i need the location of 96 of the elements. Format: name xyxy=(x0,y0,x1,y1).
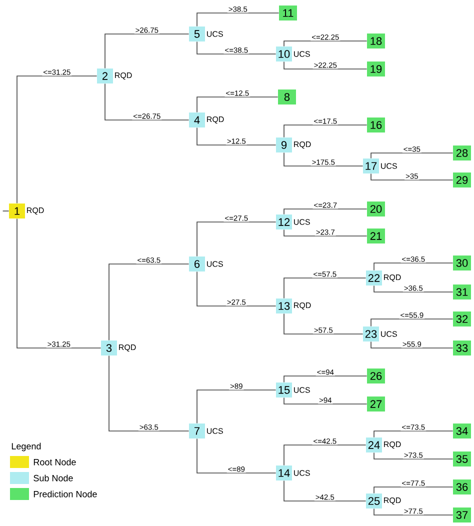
prediction-node-box: 26 xyxy=(367,368,385,384)
root-node-box: 1 xyxy=(9,204,25,218)
tree-branch xyxy=(284,313,364,334)
attribute-label: UCS xyxy=(207,31,223,37)
sub-node-box: 2 xyxy=(97,68,113,84)
tree-branch xyxy=(196,41,276,54)
prediction-node-box: 32 xyxy=(453,312,471,326)
attribute-label: RQD xyxy=(384,497,401,505)
attribute-label: UCS xyxy=(294,387,310,393)
sub-node-box: 14 xyxy=(276,466,292,480)
stub-line xyxy=(2,210,10,212)
sub-node-box: 17 xyxy=(363,158,379,174)
tree-branch xyxy=(284,480,366,502)
attribute-label: UCS xyxy=(294,51,310,57)
prediction-node-box: 31 xyxy=(453,284,471,300)
prediction-node-box: 33 xyxy=(453,340,471,356)
tree-branch xyxy=(370,318,454,327)
tree-branch xyxy=(196,390,276,424)
legend-label: Prediction Node xyxy=(34,490,97,498)
legend-title: Legend xyxy=(12,442,41,452)
prediction-node-box: 16 xyxy=(367,118,385,132)
prediction-node-box: 19 xyxy=(367,62,385,76)
sub-node-box: 6 xyxy=(189,256,205,272)
tree-branch xyxy=(284,229,368,236)
sub-node-box: 24 xyxy=(366,438,382,452)
attribute-label: RQD xyxy=(384,441,401,449)
prediction-node-box: 20 xyxy=(367,202,385,216)
prediction-node-box: 36 xyxy=(453,480,471,494)
attribute-label: UCS xyxy=(381,331,397,337)
tree-branch xyxy=(284,152,364,166)
tree-branch xyxy=(196,12,280,27)
sub-node-box: 25 xyxy=(366,494,382,508)
tree-branch xyxy=(196,127,276,146)
tree-branch xyxy=(284,444,366,466)
prediction-node-box: 21 xyxy=(367,228,385,244)
sub-node-box: 22 xyxy=(366,270,382,286)
prediction-node-box: 11 xyxy=(279,6,297,20)
tree-branch xyxy=(104,34,190,69)
tree-branch xyxy=(196,96,278,113)
legend-label: Root Node xyxy=(34,458,76,466)
tree-branch xyxy=(16,218,102,348)
attribute-label: UCS xyxy=(294,219,310,225)
tree-branch xyxy=(196,438,276,474)
prediction-node-box: 37 xyxy=(453,508,471,522)
tree-branch xyxy=(108,264,190,341)
tree-branch xyxy=(374,486,454,494)
attribute-label: RQD xyxy=(384,274,401,282)
attribute-label: UCS xyxy=(207,261,223,267)
tree-branch xyxy=(370,152,454,159)
prediction-node-box: 34 xyxy=(453,424,471,438)
attribute-label: UCS xyxy=(294,470,310,476)
sub-node-box: 7 xyxy=(189,424,205,438)
tree-branch xyxy=(196,271,276,306)
tree-branch xyxy=(284,124,368,138)
prediction-node-box: 8 xyxy=(278,90,296,104)
tree-branch xyxy=(104,83,190,120)
prediction-node-box: 35 xyxy=(453,452,471,466)
sub-node-box: 4 xyxy=(189,112,205,128)
sub-node-box: 3 xyxy=(101,340,117,356)
prediction-node-box: 28 xyxy=(453,146,471,160)
attribute-label: UCS xyxy=(381,163,397,169)
sub-node-box: 10 xyxy=(276,46,292,62)
tree-branch xyxy=(374,262,454,271)
tree-branch xyxy=(284,397,368,404)
attribute-label: RQD xyxy=(207,116,224,124)
tree-branch xyxy=(374,285,454,292)
attribute-label: RQD xyxy=(294,141,311,149)
prediction-node-box: 29 xyxy=(453,172,471,188)
sub-node-box: 23 xyxy=(363,326,379,342)
prediction-node-box: 18 xyxy=(367,34,385,48)
tree-branch xyxy=(284,61,368,70)
tree-branch xyxy=(284,208,368,215)
tree-branch xyxy=(16,76,98,204)
sub-node-box: 5 xyxy=(189,26,205,42)
sub-node-box: 15 xyxy=(276,382,292,398)
tree-branch xyxy=(374,430,454,438)
legend-label: Sub Node xyxy=(34,474,73,482)
prediction-node-box: 27 xyxy=(367,396,385,412)
attribute-label: RQD xyxy=(27,207,44,215)
tree-branch xyxy=(284,40,368,47)
attribute-label: RQD xyxy=(294,302,311,310)
tree-branch xyxy=(370,173,454,180)
tree-branch xyxy=(370,341,454,348)
attribute-label: RQD xyxy=(119,344,136,352)
tree-branch xyxy=(108,355,190,432)
attribute-label: UCS xyxy=(207,428,223,434)
sub-node-box: 13 xyxy=(276,298,292,314)
tree-branch xyxy=(284,376,368,383)
tree-branch xyxy=(374,508,454,516)
prediction-node-box: 30 xyxy=(453,256,471,270)
tree-branch xyxy=(374,452,454,460)
tree-branch xyxy=(196,222,276,257)
attribute-label: RQD xyxy=(115,72,132,80)
tree-branch xyxy=(284,278,366,299)
sub-node-box: 9 xyxy=(276,138,292,152)
sub-node-box: 12 xyxy=(276,214,292,230)
